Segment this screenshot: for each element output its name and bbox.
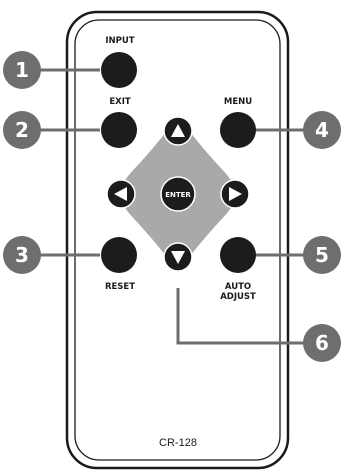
callout-number-4: 4 bbox=[315, 118, 329, 142]
input-label: INPUT bbox=[105, 36, 134, 46]
callout-badge-4: 4 bbox=[303, 111, 341, 149]
callout-number-3: 3 bbox=[15, 243, 29, 267]
input-button[interactable] bbox=[101, 52, 137, 88]
callout-badge-1: 1 bbox=[3, 51, 41, 89]
reset-button[interactable] bbox=[101, 237, 137, 273]
menu-label: MENU bbox=[224, 97, 252, 107]
callout-number-6: 6 bbox=[315, 331, 329, 355]
menu-button[interactable] bbox=[220, 112, 256, 148]
callout-badge-6: 6 bbox=[303, 324, 341, 362]
exit-label: EXIT bbox=[109, 97, 131, 107]
dpad-right-button[interactable] bbox=[221, 180, 249, 208]
dpad-down-button[interactable] bbox=[164, 243, 192, 271]
auto-adjust-label-line1: AUTO bbox=[225, 282, 251, 292]
auto-adjust-label-line2: ADJUST bbox=[220, 292, 256, 302]
enter-button[interactable]: ENTER bbox=[161, 177, 195, 211]
dpad-up-button[interactable] bbox=[164, 117, 192, 145]
callout-number-2: 2 bbox=[15, 118, 29, 142]
callout-badge-2: 2 bbox=[3, 111, 41, 149]
callout-badge-5: 5 bbox=[303, 236, 341, 274]
model-number: CR-128 bbox=[159, 437, 197, 449]
dpad-left-button[interactable] bbox=[107, 180, 135, 208]
callout-number-1: 1 bbox=[15, 58, 29, 82]
exit-button[interactable] bbox=[101, 112, 137, 148]
callout-number-5: 5 bbox=[315, 243, 329, 267]
reset-label: RESET bbox=[105, 282, 135, 292]
callout-badge-3: 3 bbox=[3, 236, 41, 274]
enter-label: ENTER bbox=[165, 191, 191, 199]
auto-adjust-button[interactable] bbox=[220, 237, 256, 273]
